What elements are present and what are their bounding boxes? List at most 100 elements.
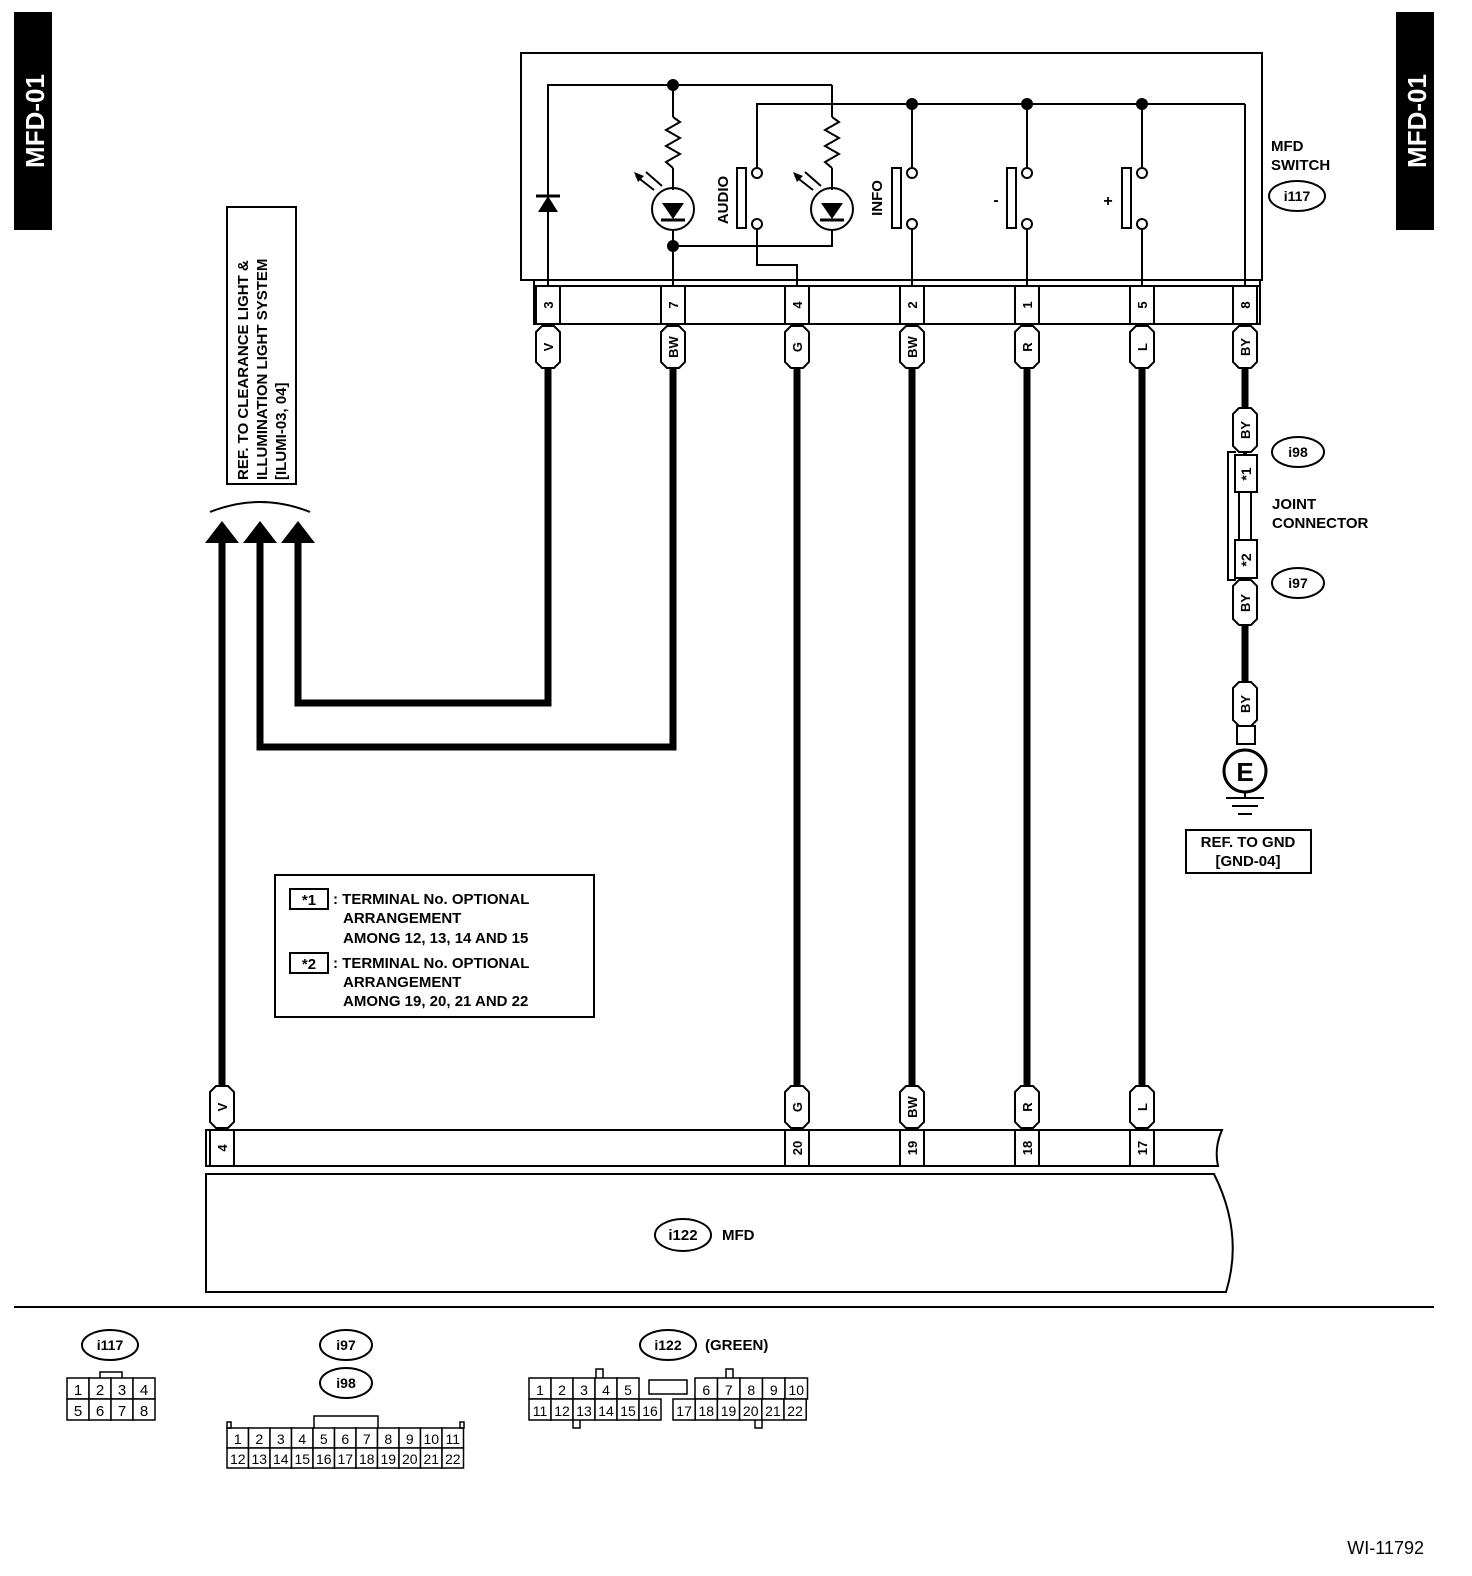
switch-pin-number: 5 [1135, 301, 1150, 308]
led-icon [634, 171, 685, 222]
switch-pin-number: 3 [541, 301, 556, 308]
svg-text:V: V [541, 342, 556, 351]
note-2-mark: *2 [302, 956, 316, 973]
svg-text:i98: i98 [336, 1375, 356, 1391]
connector-pin-number: 22 [445, 1451, 461, 1467]
wire-color-tag: G [784, 325, 810, 369]
connector-pin-number: 15 [620, 1403, 636, 1419]
connector-pin-number: 4 [298, 1431, 306, 1447]
svg-text:G: G [790, 1102, 805, 1112]
connector-pin-number: 13 [576, 1403, 592, 1419]
switch-pin-number: 7 [666, 301, 681, 308]
illumination-reference: REF. TO CLEARANCE LIGHT & ILLUMINATION L… [226, 206, 297, 485]
plus-switch-label: + [1103, 193, 1112, 210]
ground-ref-line1: REF. TO GND [1201, 834, 1296, 851]
connector-pin-number: 6 [341, 1431, 349, 1447]
minus-switch-label: - [993, 192, 998, 209]
connector-pin-number: 6 [96, 1403, 104, 1420]
connector-pin-number: 19 [380, 1451, 396, 1467]
svg-text:BW: BW [666, 335, 681, 357]
wire-color-tag: R [1014, 325, 1040, 369]
wire-color-tag: G [784, 1085, 810, 1129]
note-1-mark: *1 [302, 892, 316, 909]
connector-pin-number: 3 [118, 1382, 126, 1399]
svg-text:G: G [790, 342, 805, 352]
mfd-switch [520, 52, 1263, 325]
connector-pin-number: 10 [788, 1382, 804, 1398]
ground-symbol: E [1236, 757, 1253, 787]
svg-text:R: R [1020, 342, 1035, 352]
connector-pin-number: 13 [251, 1451, 267, 1467]
audio-switch-label: AUDIO [715, 176, 732, 225]
connector-pin-number: 9 [406, 1431, 414, 1447]
connector-pin-number: 5 [624, 1382, 632, 1398]
mfd-pin-number: 19 [905, 1141, 920, 1155]
joint-connector-label-line2: CONNECTOR [1272, 515, 1369, 532]
connector-pin-number: 7 [725, 1382, 733, 1398]
connector-pin-number: 3 [277, 1431, 285, 1447]
left-side-tab-label: MFD-01 [20, 74, 50, 168]
mfd-switch-connector-id: i117 [1284, 188, 1311, 204]
switch-pin-number: 4 [790, 301, 805, 309]
connector-pin-number: 4 [602, 1382, 610, 1398]
terminal-box [1234, 454, 1258, 493]
connector-pin-number: 4 [140, 1382, 148, 1399]
wire-color-tag: R [1014, 1085, 1040, 1129]
connector-pin-number: 7 [118, 1403, 126, 1420]
connector-pin-number: 20 [743, 1403, 759, 1419]
joint-connector: BY *1 *2 BY i98 i97 JOINT CONNECTOR [1227, 407, 1369, 626]
wire-color-tag: BW [660, 325, 686, 369]
ref-bracket-arc [209, 501, 311, 513]
mfd-pin-number: 18 [1020, 1141, 1035, 1155]
switch-pin-number: 1 [1020, 301, 1035, 308]
wire-color-tag: V [209, 1085, 235, 1129]
connector-pin-number: 22 [787, 1403, 803, 1419]
right-side-tab: MFD-01 [1396, 12, 1434, 230]
illumination-ref-line3: [ILUMI-03, 04] [273, 382, 290, 480]
notes-legend: *1 : TERMINAL No. OPTIONAL ARRANGEMENT A… [274, 874, 595, 1018]
connector-pin-number: 14 [598, 1403, 614, 1419]
connector-pin-number: 2 [255, 1431, 263, 1447]
switch-pin-number: 8 [1238, 301, 1253, 308]
connector-pin-number: 18 [359, 1451, 375, 1467]
wire-color-tag: BY [1232, 681, 1258, 727]
mfd-unit: i122 MFD [205, 1129, 1234, 1293]
connector-pin-number: 10 [423, 1431, 439, 1447]
svg-text:V: V [215, 1102, 230, 1111]
connector-pin-number: 6 [702, 1382, 710, 1398]
wire-color-tag: L [1129, 325, 1155, 369]
terminal-box [1234, 539, 1258, 579]
connector-badge [1268, 180, 1326, 212]
connector-badge [654, 1218, 712, 1252]
mfd-pin-number: 17 [1135, 1141, 1150, 1155]
connector-pin-number: 3 [580, 1382, 588, 1398]
ground: BY E REF. TO GND [GND-04] [1185, 681, 1312, 874]
connector-pin-number: 14 [273, 1451, 289, 1467]
connector-pin-number: 1 [536, 1382, 544, 1398]
connector-pin-number: 20 [402, 1451, 418, 1467]
joint-connector-label-line1: JOINT [1272, 496, 1316, 513]
note-2-line3: AMONG 19, 20, 21 AND 22 [343, 993, 528, 1010]
connector-pin-number: 18 [699, 1403, 715, 1419]
joint-upper-connector-id: i98 [1288, 444, 1308, 460]
figure-id: WI-11792 [1347, 1538, 1424, 1558]
connector-pin-number: 16 [642, 1403, 658, 1419]
note-1-line3: AMONG 12, 13, 14 AND 15 [343, 930, 528, 947]
svg-text:BY: BY [1238, 594, 1253, 612]
wire-color-tag: BY [1232, 407, 1258, 453]
wire-color-tag: BW [899, 1085, 925, 1129]
connector-pin-number: 2 [96, 1382, 104, 1399]
mfd-switch-title-line2: SWITCH [1271, 157, 1330, 174]
svg-text:L: L [1135, 343, 1150, 351]
wire-color-tag: BY [1232, 325, 1258, 369]
led-icon [793, 171, 844, 222]
connector-pin-number: 15 [294, 1451, 310, 1467]
mfd-pin-number: 20 [790, 1141, 805, 1155]
mfd-pin-number: 4 [215, 1144, 230, 1152]
svg-text:(GREEN): (GREEN) [705, 1337, 768, 1354]
